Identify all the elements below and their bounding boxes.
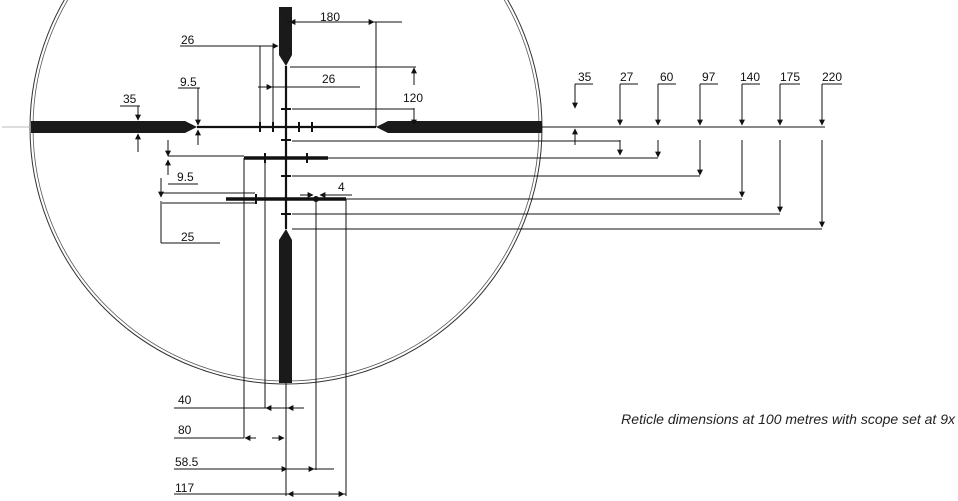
label-26-post-width: 26 [181, 33, 195, 47]
label-right-27: 27 [620, 70, 634, 84]
label-right-35: 35 [578, 70, 592, 84]
label-9-5-lower: 9.5 [177, 170, 194, 184]
lower-holdover-bars [226, 153, 346, 204]
label-117: 117 [175, 481, 194, 495]
right-thick-post [376, 121, 542, 133]
bottom-thick-post [279, 229, 292, 383]
label-4: 4 [338, 180, 345, 194]
label-right-175: 175 [780, 70, 800, 84]
horizontal-hash-marks [259, 122, 313, 132]
label-180: 180 [320, 10, 340, 24]
aim-dot [313, 196, 319, 202]
label-right-140: 140 [740, 70, 760, 84]
label-35-left: 35 [123, 92, 137, 106]
label-58-5: 58.5 [175, 455, 199, 469]
fine-crosshair [197, 66, 376, 229]
label-25: 25 [181, 230, 195, 244]
label-right-97: 97 [702, 70, 716, 84]
top-thick-post [279, 7, 292, 66]
vertical-hash-marks [281, 108, 291, 215]
label-right-60: 60 [660, 70, 674, 84]
label-26-hash-spacing: 26 [322, 72, 336, 86]
dimension-lines [120, 19, 842, 497]
left-thick-post [31, 121, 197, 133]
label-120: 120 [403, 91, 423, 105]
label-right-220: 220 [822, 70, 842, 84]
label-9-5-upper: 9.5 [180, 75, 197, 89]
label-40: 40 [178, 393, 192, 407]
dimension-labels: 180 26 26 120 35 9.5 9.5 25 35 27 60 97 … [123, 10, 842, 495]
label-80: 80 [178, 423, 192, 437]
reticle-posts [31, 7, 542, 383]
diagram-caption: Reticle dimensions at 100 metres with sc… [621, 411, 956, 427]
